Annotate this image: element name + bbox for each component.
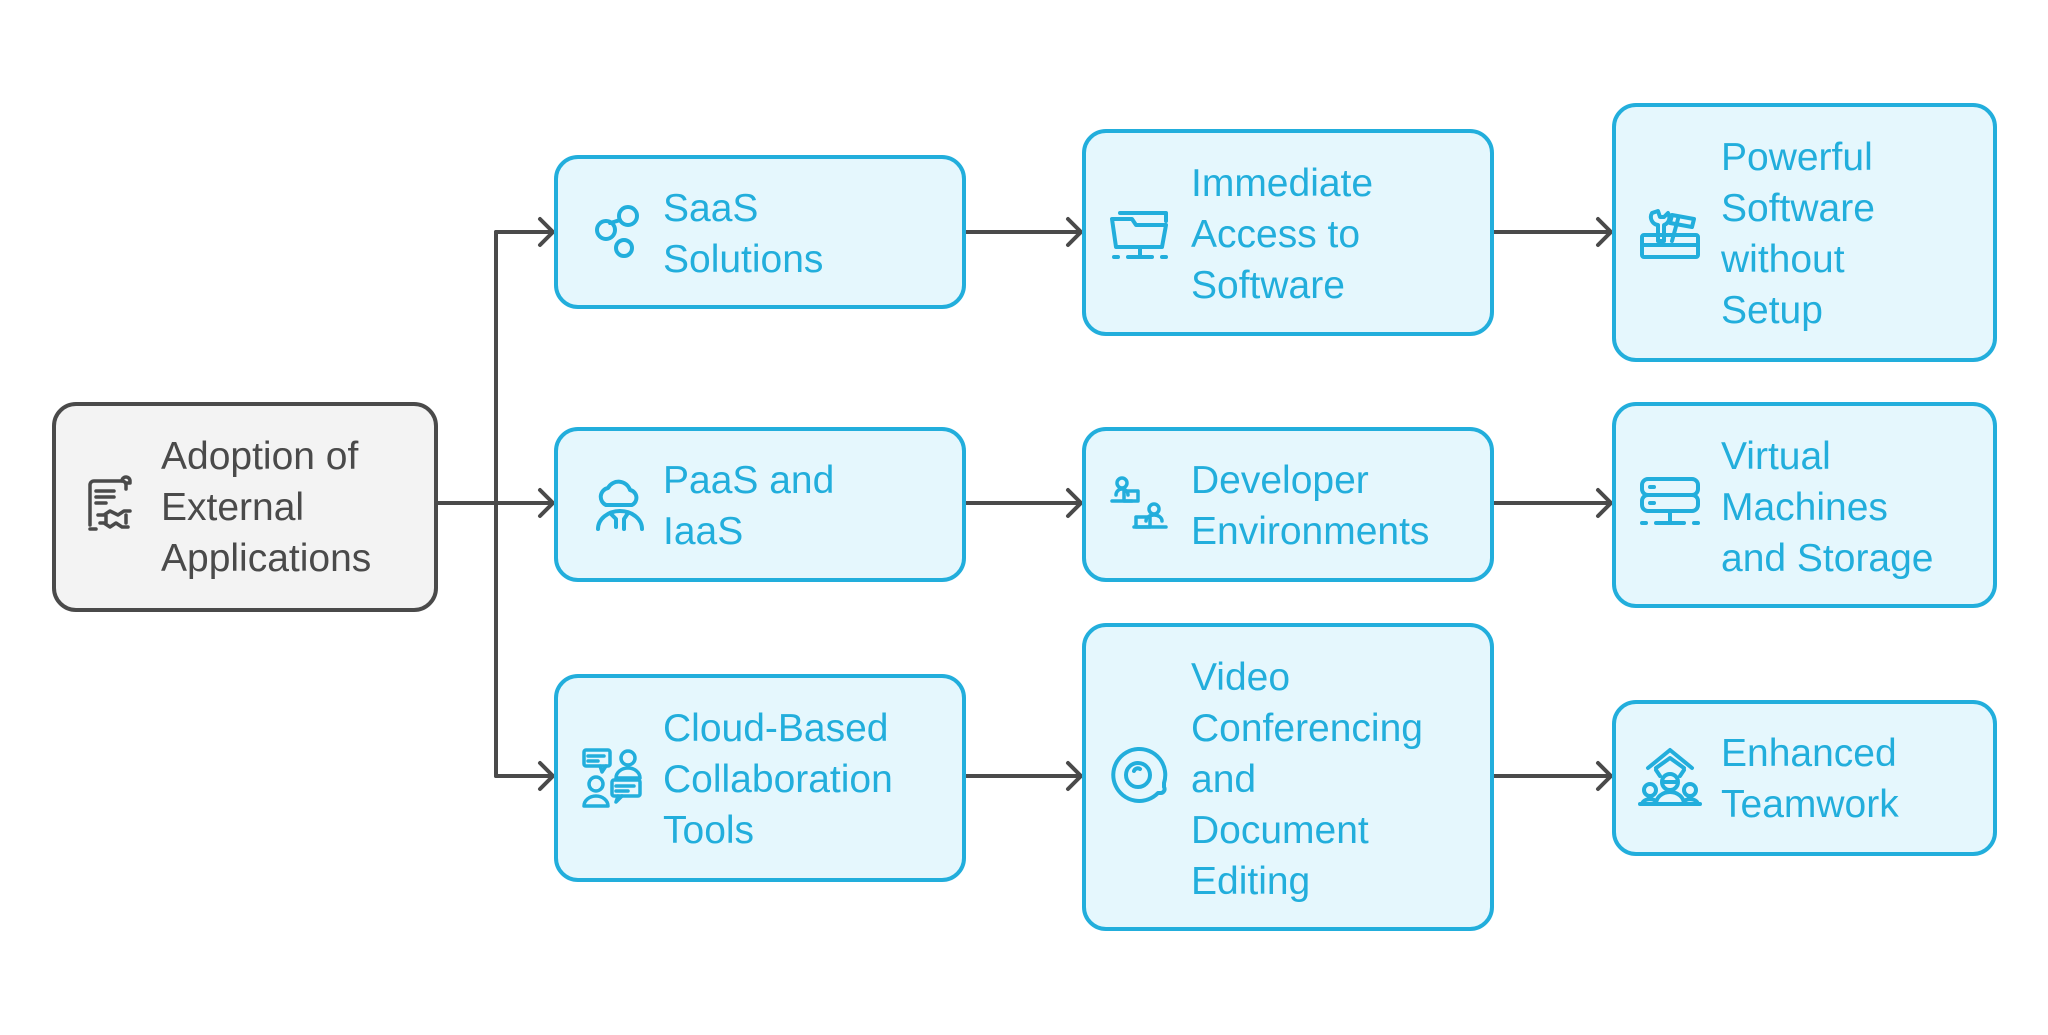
node-label: Powerful Software without Setup [1721,136,1875,332]
network-folder-icon [1108,201,1172,265]
node-label: SaaS Solutions [663,187,824,281]
connector-paas-to-devenv [964,488,1083,518]
root-node-adoption[interactable]: Adoption of External Applications [52,402,438,612]
node-cloud-collaboration-tools[interactable]: Cloud-Based Collaboration Tools [554,674,966,882]
node-label: Immediate Access to Software [1191,162,1374,307]
chat-people-icon [580,746,644,810]
connector-saas-to-access [964,217,1083,247]
node-label: Developer Environments [1191,459,1430,553]
connector-root-to-saas [494,217,555,247]
server-icon [1638,473,1702,537]
node-label: Virtual Machines and Storage [1721,435,1934,580]
node-virtual-machines[interactable]: Virtual Machines and Storage [1612,402,1997,608]
node-developer-environments[interactable]: Developer Environments [1082,427,1494,582]
node-video-conferencing[interactable]: Video Conferencing and Document Editing [1082,623,1494,931]
developers-laptops-icon [1108,473,1172,537]
webcam-chat-icon [1108,745,1172,809]
connector-root-trunk [435,230,498,778]
connector-video-to-teamwork [1492,761,1613,791]
root-node-label: Adoption of External Applications [161,435,372,580]
node-immediate-access[interactable]: Immediate Access to Software [1082,129,1494,336]
cloud-network-icon [588,473,652,537]
connector-devenv-to-virtual [1492,488,1613,518]
contract-handshake-icon [78,475,142,539]
connector-root-to-paas [494,488,555,518]
node-label: Enhanced Teamwork [1721,732,1899,826]
connector-collab-to-video [964,761,1083,791]
team-growth-icon [1638,746,1702,810]
node-label: Video Conferencing and Document Editing [1191,656,1423,903]
toolbox-icon [1638,201,1702,265]
node-label: Cloud-Based Collaboration Tools [663,707,893,852]
connector-access-to-powerful [1492,217,1613,247]
node-enhanced-teamwork[interactable]: Enhanced Teamwork [1612,700,1997,856]
node-label: PaaS and IaaS [663,459,835,553]
connector-root-to-collab [494,761,555,791]
link-nodes-icon [588,200,652,264]
node-paas-iaas[interactable]: PaaS and IaaS [554,427,966,582]
node-saas-solutions[interactable]: SaaS Solutions [554,155,966,309]
node-powerful-software[interactable]: Powerful Software without Setup [1612,103,1997,362]
